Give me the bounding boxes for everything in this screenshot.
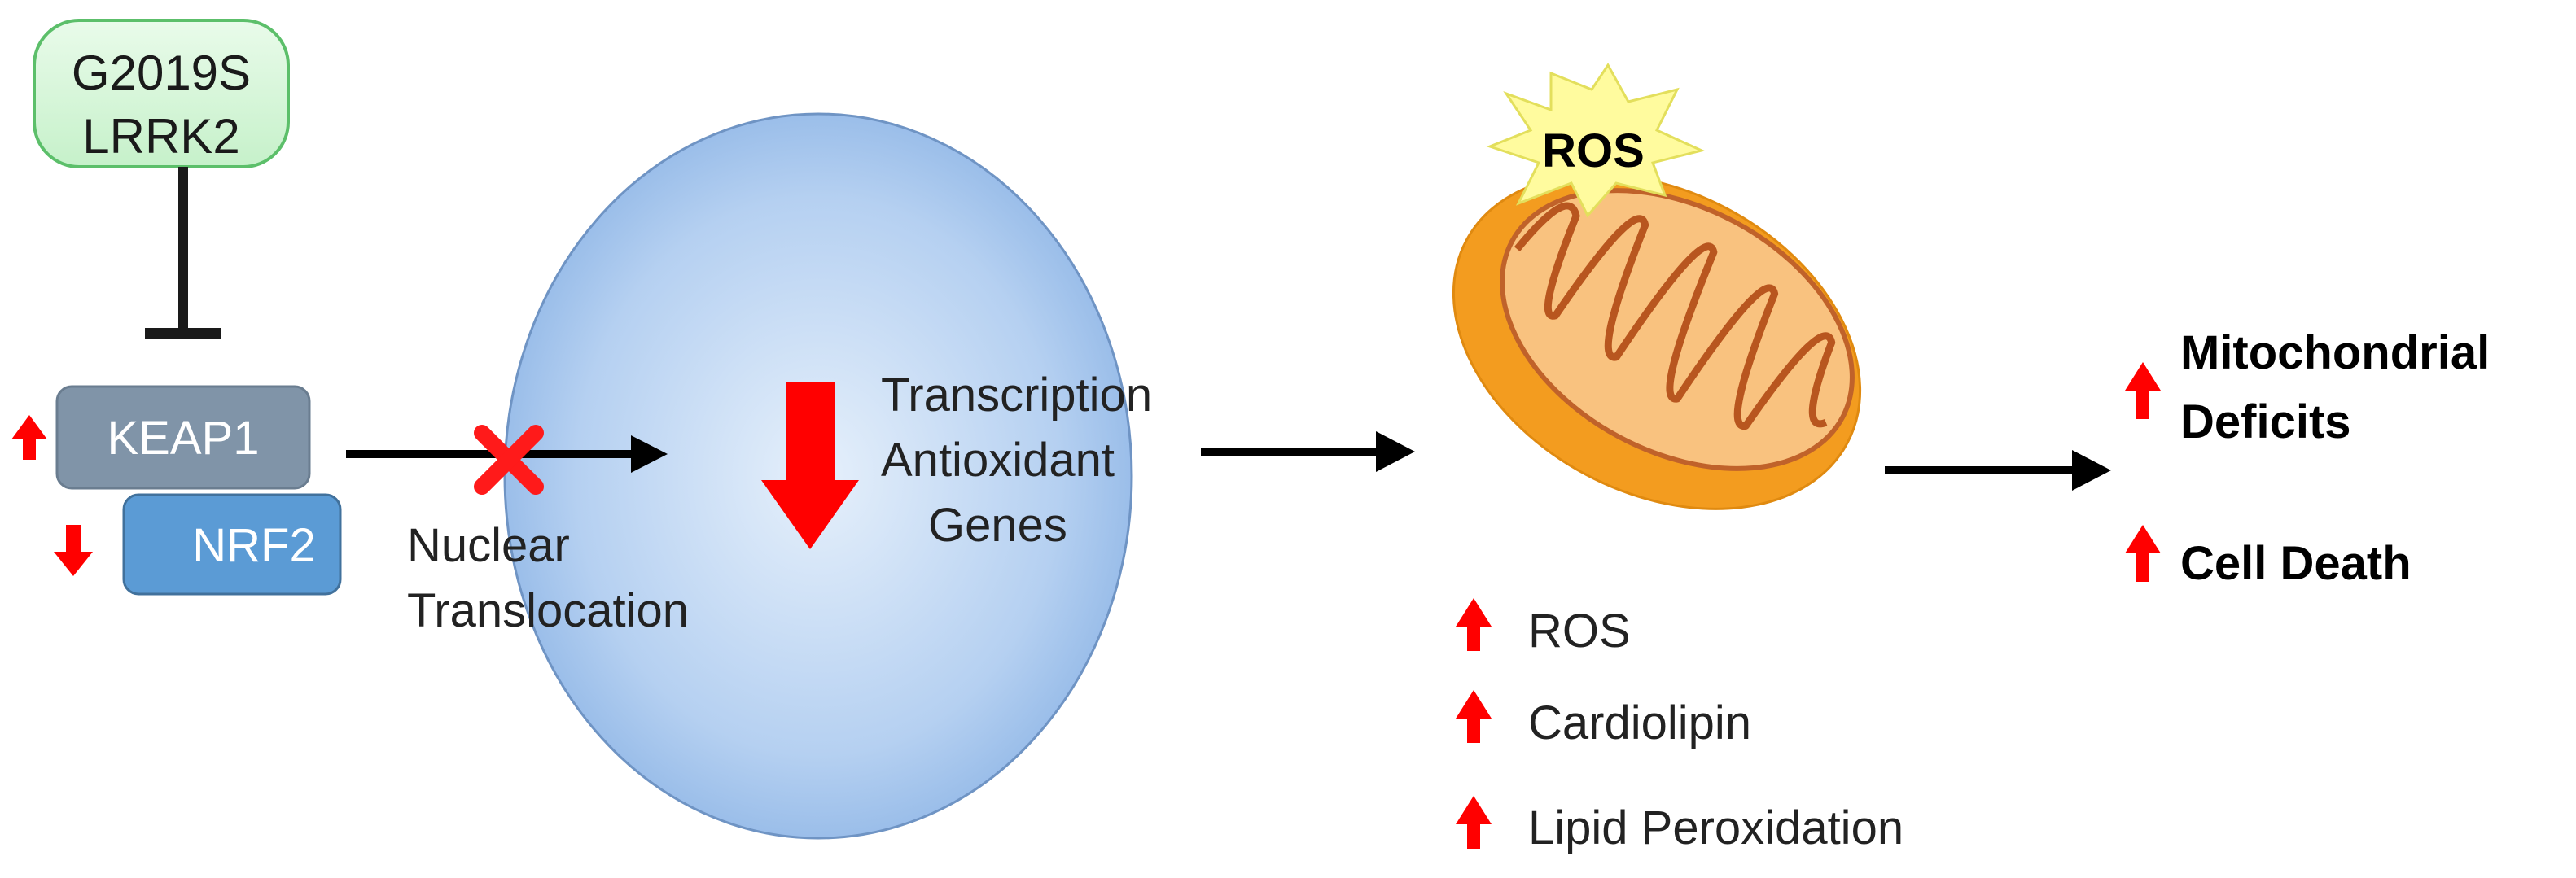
up-arrow-icon — [11, 415, 47, 460]
outcomes-list: Mitochondrial Deficits Cell Death — [2125, 326, 2490, 590]
mitochondrion-icon — [1452, 173, 1862, 510]
list-item: ROS — [1456, 598, 1631, 657]
block-x-icon — [474, 425, 544, 495]
down-arrow-icon — [761, 382, 859, 549]
ros-burst-label: ROS — [1542, 124, 1645, 177]
list-item: Lipid Peroxidation — [1456, 796, 1904, 854]
ros-burst-icon: ROS — [1486, 63, 1706, 218]
up-arrow-icon — [2125, 362, 2161, 419]
outcome-cell-death: Cell Death — [2180, 537, 2412, 590]
transcription-line1: Transcription — [881, 369, 1152, 422]
effect-ros: ROS — [1528, 605, 1631, 657]
up-arrow-icon — [1456, 598, 1492, 651]
transcription-line2: Antioxidant — [881, 434, 1115, 487]
nuclear-translocation-line2: Translocation — [407, 584, 689, 637]
up-arrow-icon — [1456, 690, 1492, 743]
mito-effects-list: ROS Cardiolipin Lipid Peroxidation — [1456, 598, 1904, 854]
transcription-line3: Genes — [928, 499, 1067, 552]
keap1-box: KEAP1 — [55, 385, 311, 490]
inhibition-bar — [145, 167, 221, 339]
gene-label-line2: LRRK2 — [82, 109, 239, 164]
effect-lipid-peroxidation: Lipid Peroxidation — [1528, 802, 1904, 854]
arrow-to-outcomes — [1885, 450, 2111, 491]
nrf2-box: NRF2 — [122, 493, 342, 596]
nuclear-translocation-line1: Nuclear — [407, 519, 570, 572]
effect-cardiolipin: Cardiolipin — [1528, 697, 1751, 749]
gene-label-line1: G2019S — [72, 46, 251, 100]
nrf2-label: NRF2 — [192, 519, 315, 572]
down-arrow-icon — [54, 525, 93, 576]
arrow-to-mitochondrion — [1201, 431, 1415, 472]
outcome-mito-line1: Mitochondrial — [2180, 326, 2490, 379]
outcome-mito-line2: Deficits — [2180, 395, 2351, 448]
gene-box-lrrk2: G2019S LRRK2 — [33, 19, 290, 168]
up-arrow-icon — [1456, 796, 1492, 849]
keap1-label: KEAP1 — [107, 412, 260, 465]
list-item: Cardiolipin — [1456, 690, 1751, 749]
up-arrow-icon — [2125, 525, 2161, 582]
